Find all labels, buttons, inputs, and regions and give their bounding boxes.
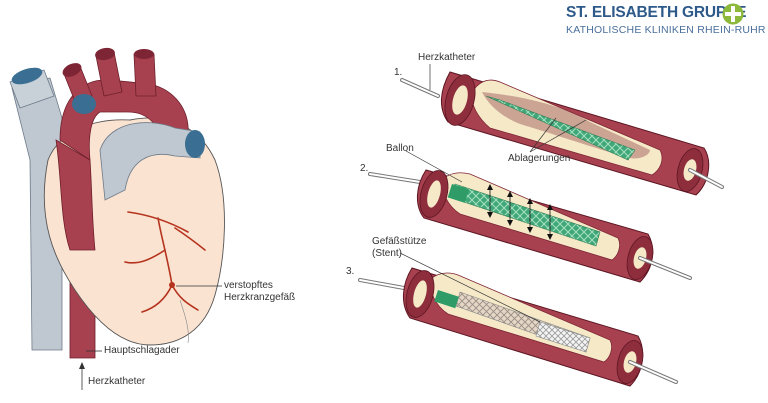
step-2-vessel [370, 167, 690, 282]
step-3-vessel [360, 267, 676, 386]
label-catheter-heart: Herzkatheter [88, 376, 145, 388]
label-aorta: Hauptschlagader [104, 345, 180, 357]
label-step1-plaque: Ablagerungen [508, 153, 570, 165]
cross-logo-icon [722, 3, 744, 25]
brand-subtitle: KATHOLISCHE KLINIKEN RHEIN-RUHR [566, 24, 766, 36]
label-blocked-vessel: verstopftes Herzkranzgefäß [224, 280, 295, 304]
step-3-number: 3. [346, 266, 354, 277]
label-step3-stent: Gefäßstütze (Stent) [372, 236, 426, 260]
step-2-number: 2. [360, 163, 368, 174]
label-step2-balloon: Ballon [386, 143, 414, 155]
catheter-arrowhead [79, 362, 85, 369]
step-1-number: 1. [394, 67, 402, 78]
heart-illustration [10, 46, 225, 358]
label-step1-catheter: Herzkatheter [418, 52, 475, 64]
